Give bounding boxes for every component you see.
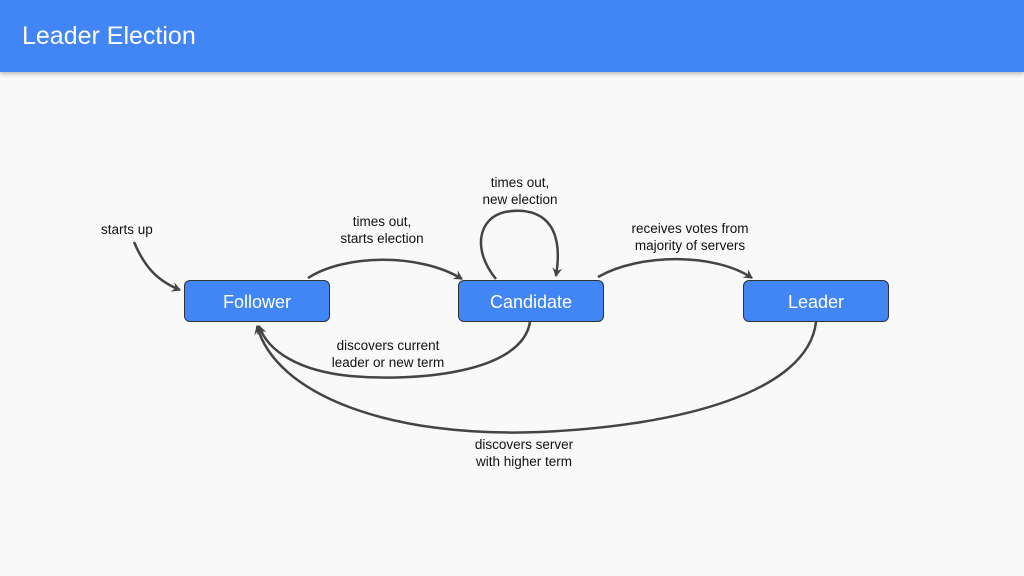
candidate-to-leader-label: receives votes from majority of servers: [620, 220, 760, 254]
state-follower: Follower: [184, 280, 330, 322]
start-label-line-1: starts up: [101, 222, 153, 237]
candidate-self-loop-label: times out, new election: [468, 174, 572, 208]
start-arrow: [132, 241, 181, 292]
candidate-to-leader-arrow: [597, 257, 753, 280]
candidate-to-follower-label-line-1: discovers current: [336, 338, 440, 353]
leader-to-follower-label-line-2: with higher term: [475, 454, 573, 469]
candidate-to-leader-label-line-2: majority of servers: [634, 238, 746, 253]
leader-to-follower-label: discovers server with higher term: [462, 436, 586, 470]
candidate-self-loop-label-line-1: times out,: [490, 175, 550, 190]
follower-to-candidate-label: times out, starts election: [330, 213, 434, 247]
start-label: starts up: [101, 221, 153, 238]
candidate-to-follower-label-line-2: leader or new term: [331, 355, 445, 370]
leader-to-follower-arrow: [254, 321, 818, 434]
follower-to-candidate-arrow: [307, 258, 463, 281]
follower-to-candidate-label-line-1: times out,: [352, 214, 412, 229]
candidate-to-follower-arrow: [256, 321, 532, 379]
state-candidate: Candidate: [458, 280, 604, 322]
leader-to-follower-label-line-1: discovers server: [474, 437, 574, 452]
candidate-to-leader-label-line-1: receives votes from: [631, 221, 749, 236]
state-leader: Leader: [743, 280, 889, 322]
header-bar: Leader Election: [0, 0, 1024, 72]
follower-to-candidate-label-line-2: starts election: [340, 231, 424, 246]
candidate-to-follower-label: discovers current leader or new term: [322, 337, 454, 371]
candidate-self-loop-arrow: [479, 209, 563, 280]
candidate-self-loop-label-line-2: new election: [482, 192, 558, 207]
page-title: Leader Election: [22, 22, 196, 50]
